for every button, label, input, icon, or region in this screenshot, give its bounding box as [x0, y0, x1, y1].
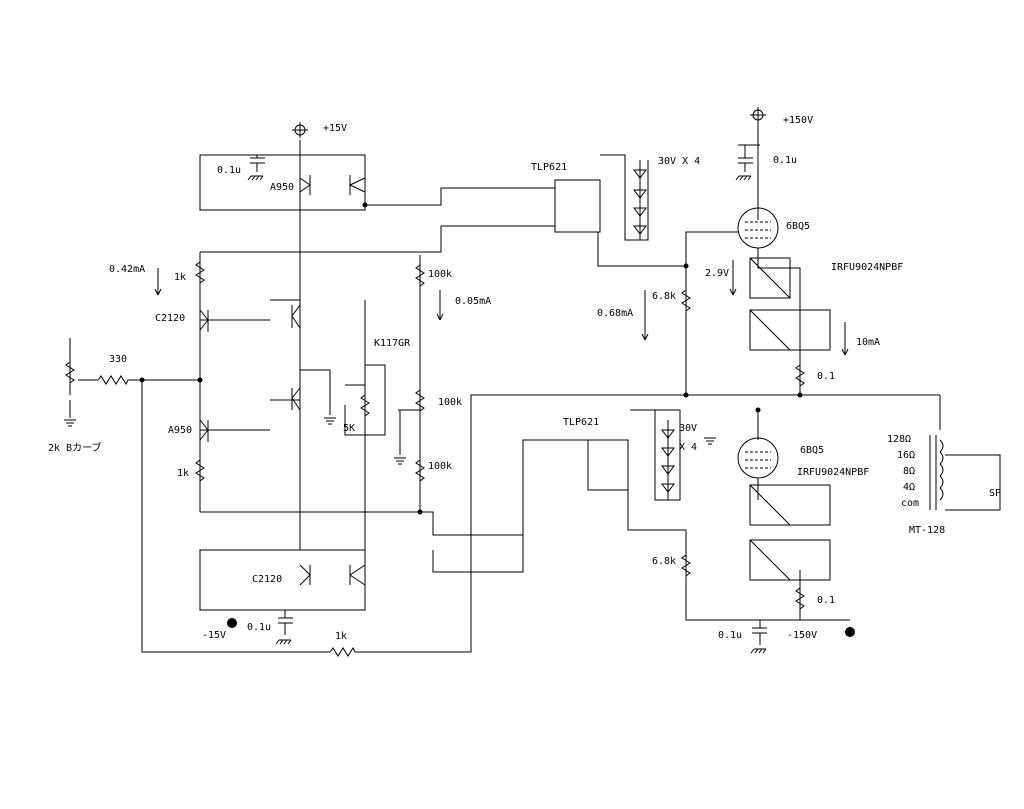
- label-pot2k: 2k Bカーブ: [48, 441, 101, 454]
- label-r1k-top: 1k: [174, 272, 186, 283]
- label-tube-bot: 6BQ5: [800, 445, 824, 456]
- label-i068: 0.68mA: [597, 308, 633, 319]
- label-tube-top: 6BQ5: [786, 221, 810, 232]
- label-r330: 330: [109, 354, 127, 365]
- label-zener-bot-a: 30V: [679, 423, 697, 434]
- label-vneg15: -15V: [202, 630, 226, 641]
- label-tap128: 128Ω: [887, 434, 911, 445]
- label-a950-mid: A950: [168, 425, 192, 436]
- label-c-top-left: 0.1u: [217, 165, 241, 176]
- label-irfu-bot: IRFU9024NPBF: [797, 467, 869, 478]
- label-r100k-b: 100k: [438, 397, 462, 408]
- label-tap4: 4Ω: [903, 482, 915, 493]
- label-r100k-c: 100k: [428, 461, 452, 472]
- label-tap16: 16Ω: [897, 450, 915, 461]
- label-c2120-bot: C2120: [252, 574, 282, 585]
- label-tapcom: com: [901, 498, 919, 509]
- label-c-bot-right: 0.1u: [718, 630, 742, 641]
- label-a950-top: A950: [270, 182, 294, 193]
- label-c2120-top: C2120: [155, 313, 185, 324]
- label-sp: SP: [989, 488, 1001, 499]
- label-tlp-bot: TLP621: [563, 417, 599, 428]
- label-vpos150: +150V: [783, 115, 813, 126]
- label-k117gr: K117GR: [374, 338, 411, 349]
- label-r100k-a: 100k: [428, 269, 452, 280]
- label-r1k-fb: 1k: [335, 631, 347, 642]
- label-vneg150: -150V: [787, 630, 817, 641]
- label-v29: 2.9V: [705, 268, 729, 279]
- label-zener-bot-b: X 4: [679, 442, 697, 453]
- label-irfu-top: IRFU9024NPBF: [831, 262, 903, 273]
- label-r68-top: 6.8k: [652, 291, 676, 302]
- labels: +15V +150V 0.1u A950 0.42mA 1k C2120 330…: [48, 115, 1001, 642]
- label-r01-bot: 0.1: [817, 595, 835, 606]
- current-arrows: [154, 260, 849, 356]
- label-mt128: MT-128: [909, 525, 945, 536]
- label-r01-top: 0.1: [817, 371, 835, 382]
- label-zener-top: 30V X 4: [658, 156, 700, 167]
- label-c-top-right: 0.1u: [773, 155, 797, 166]
- label-i10: 10mA: [856, 337, 880, 348]
- component-symbols: [63, 107, 944, 657]
- label-c-bot-left: 0.1u: [247, 622, 271, 633]
- label-r68-bot: 6.8k: [652, 556, 676, 567]
- label-i042: 0.42mA: [109, 264, 145, 275]
- label-i005: 0.05mA: [455, 296, 491, 307]
- label-vpos15: +15V: [323, 123, 347, 134]
- wires: [69, 115, 1001, 653]
- label-pot5k: 5K: [343, 423, 355, 434]
- label-r1k-bot: 1k: [177, 468, 189, 479]
- label-tlp-top: TLP621: [531, 162, 567, 173]
- label-tap8: 8Ω: [903, 466, 915, 477]
